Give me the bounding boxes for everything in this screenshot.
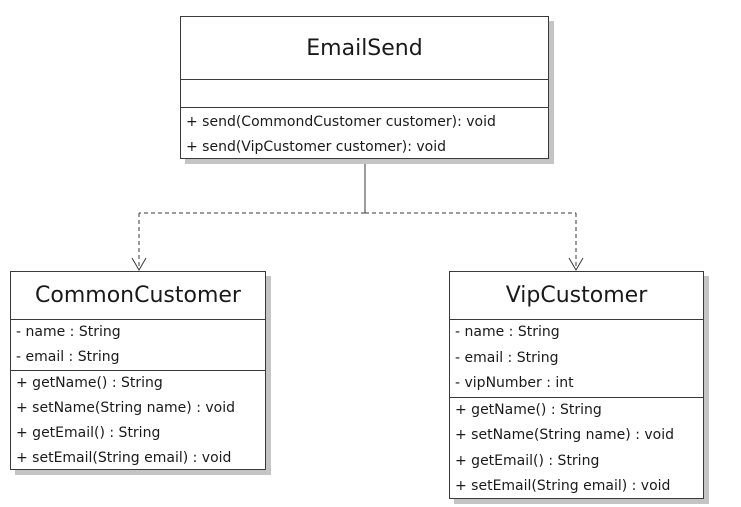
attribute-name: - name : String <box>16 324 121 340</box>
operation-getname: + getName() : String <box>455 401 602 418</box>
attribute-email: - email : String <box>16 349 120 365</box>
operation-getname: + getName() : String <box>16 375 163 391</box>
attributes-compartment-commoncustomer: - name : String - email : String <box>11 320 265 371</box>
operation-getemail: + getEmail() : String <box>16 425 161 441</box>
operations-compartment-vipcustomer: + getName() : String + setName(String na… <box>450 398 703 500</box>
operation-getemail: + getEmail() : String <box>455 452 600 469</box>
attribute-email: - email : String <box>455 349 559 366</box>
attributes-compartment-emailsend <box>181 80 548 108</box>
operation-setemail: + setEmail(String email) : void <box>16 450 232 466</box>
class-box-emailsend[interactable]: EmailSend + send(CommondCustomer custome… <box>180 16 549 159</box>
class-name-emailsend: EmailSend <box>181 17 548 80</box>
attribute-name: - name : String <box>455 324 560 340</box>
operation-setname: + setName(String name) : void <box>16 400 235 416</box>
operation-send-vipcustomer: + send(VipCustomer customer): void <box>186 139 446 155</box>
class-name-vipcustomer: VipCustomer <box>450 272 703 320</box>
class-name-commoncustomer: CommonCustomer <box>11 272 265 320</box>
operation-setname: + setName(String name) : void <box>455 427 674 443</box>
class-box-vipcustomer[interactable]: VipCustomer - name : String - email : St… <box>449 271 704 499</box>
operation-send-commondcustomer: + send(CommondCustomer customer): void <box>186 114 496 130</box>
open-arrowhead-commoncustomer <box>131 257 147 271</box>
open-arrowhead-vipcustomer <box>568 257 584 271</box>
operations-compartment-emailsend: + send(CommondCustomer customer): void +… <box>181 108 548 160</box>
class-box-commoncustomer[interactable]: CommonCustomer - name : String - email :… <box>10 271 266 470</box>
attribute-vipnumber: - vipNumber : int <box>455 375 574 391</box>
operation-setemail: + setEmail(String email) : void <box>455 478 671 494</box>
attributes-compartment-vipcustomer: - name : String - email : String - vipNu… <box>450 320 703 398</box>
operations-compartment-commoncustomer: + getName() : String + setName(String na… <box>11 371 265 471</box>
